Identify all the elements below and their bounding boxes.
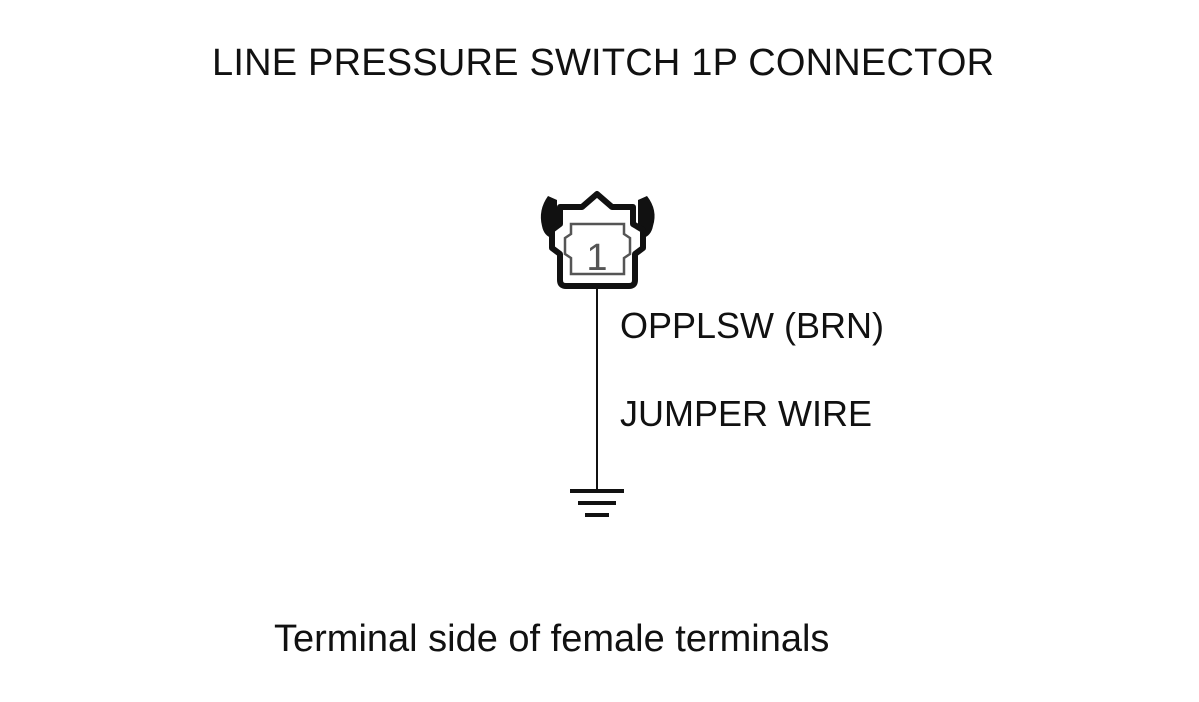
wire-label: OPPLSW (BRN) — [620, 305, 885, 346]
page-title: LINE PRESSURE SWITCH 1P CONNECTOR — [212, 42, 995, 84]
caption: Terminal side of female terminals — [274, 618, 830, 660]
ground-symbol-icon — [570, 489, 624, 517]
jumper-wire-label: JUMPER WIRE — [620, 393, 872, 434]
connector-1p-icon: 1 — [540, 191, 655, 289]
terminal-number: 1 — [586, 237, 607, 279]
